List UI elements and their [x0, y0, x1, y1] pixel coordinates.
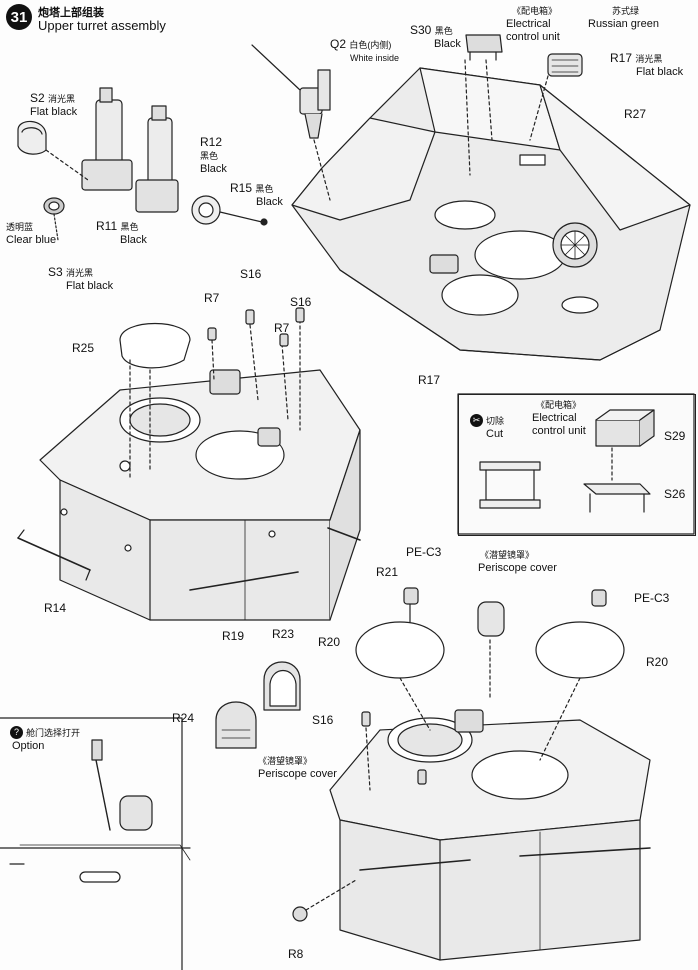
label-r20-b: R20: [646, 655, 669, 669]
turret-upper-body-left: [17, 307, 361, 621]
label-inset-electrical-unit: 《配电箱》 Electrical control unit: [532, 400, 586, 437]
label-electrical-unit-top: 《配电箱》 Electrical control unit: [506, 6, 560, 43]
label-r14: R14: [44, 601, 67, 615]
periscope-covers-left: [215, 661, 301, 749]
label-r7-a: R7: [204, 291, 220, 305]
step-title-en: Upper turret assembly: [38, 18, 166, 33]
label-r25: R25: [72, 341, 95, 355]
label-cut: ✂切除 Cut: [470, 414, 504, 440]
label-r17-bottom: R17: [418, 373, 441, 387]
label-r11: R11 黑色 Black: [96, 219, 147, 247]
label-s26: S26: [664, 487, 686, 501]
question-icon: ?: [10, 726, 23, 740]
q2-sight-part: [251, 44, 331, 201]
label-s2: S2 消光黑 Flat black: [30, 91, 78, 119]
turret-upper-body-right: [292, 587, 651, 961]
label-r7-b: R7: [274, 321, 290, 335]
label-r24: R24: [172, 711, 195, 725]
label-r23: R23: [272, 627, 295, 641]
label-s16-c: S16: [312, 713, 334, 727]
label-s30: S30 黑色 Black: [410, 23, 461, 51]
label-r20-a: R20: [318, 635, 341, 649]
label-periscope-cover-left: 《潜望镜罩》 Periscope cover: [258, 756, 337, 780]
electrical-unit-inset-frame: [458, 394, 696, 536]
label-periscope-cover-right: 《潜望镜罩》 Periscope cover: [478, 550, 557, 574]
label-s3: S3 消光黑 Flat black: [48, 265, 114, 293]
cut-icon: ✂: [470, 414, 483, 428]
label-r8: R8: [288, 947, 304, 961]
s30-electrical-unit-part: [464, 34, 503, 176]
turret-shell-interior: [291, 67, 691, 361]
step-number-badge: 31: [6, 4, 32, 30]
step-title-cn: 炮塔上部组装: [38, 7, 104, 19]
label-pe-c3-b: PE-C3: [634, 591, 670, 605]
label-r19: R19: [222, 629, 245, 643]
electrical-unit-inset: [457, 393, 695, 535]
label-q2: Q2 白色(内侧) White inside: [330, 37, 400, 64]
label-pe-c3-a: PE-C3: [406, 545, 442, 559]
r17-flat-black-part: [529, 53, 583, 141]
label-s16-a: S16: [240, 267, 262, 281]
label-r15: R15 黑色 Black: [230, 181, 283, 209]
label-r17-flat-black: R17 消光黑 Flat black: [610, 51, 684, 79]
label-russian-green: 苏式绿 Russian green: [588, 6, 659, 30]
label-r27: R27: [624, 107, 647, 121]
sight-parts-cluster: [17, 87, 268, 241]
label-s16-b: S16: [290, 295, 312, 309]
label-s29: S29: [664, 429, 686, 443]
option-heading: ?舱门选择打开 Option: [10, 726, 81, 753]
label-r21: R21: [376, 565, 399, 579]
label-r12: R12 黑色 Black: [200, 135, 227, 176]
option-inset: [0, 717, 191, 970]
label-clear-blue: 透明蓝 Clear blue: [6, 222, 57, 246]
